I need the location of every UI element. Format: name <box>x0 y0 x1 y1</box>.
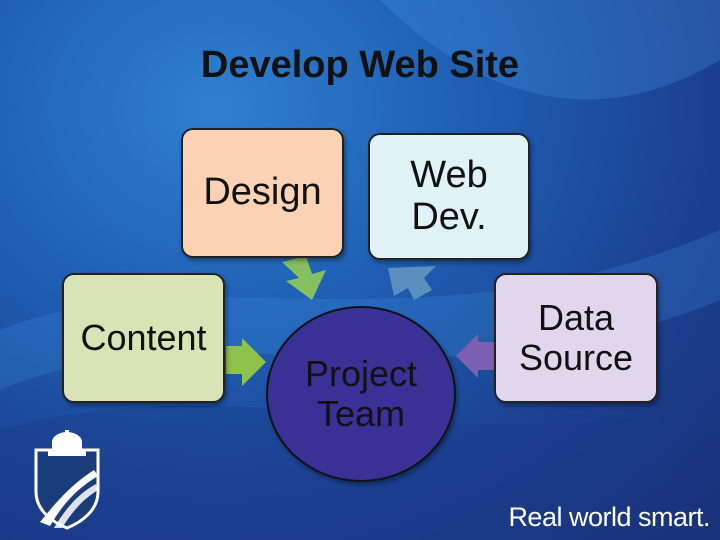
node-web-dev-label: Web Dev. <box>410 153 488 238</box>
slide-title: Develop Web Site <box>200 44 520 86</box>
arrow-design-to-team <box>282 256 326 300</box>
arrow-webdev-to-team <box>388 266 436 300</box>
arrow-data-to-team <box>456 334 494 378</box>
node-project-team: Project Team <box>266 306 456 482</box>
node-web-dev: Web Dev. <box>368 133 530 260</box>
arrow-content-to-team <box>226 338 266 386</box>
node-content: Content <box>62 273 225 403</box>
university-logo <box>34 430 100 530</box>
node-data-source: Data Source <box>494 273 658 403</box>
node-data-source-label: Data Source <box>518 297 634 378</box>
node-design: Design <box>181 128 344 258</box>
node-project-team-label: Project Team <box>304 353 418 434</box>
tagline: Real world smart. <box>508 502 710 532</box>
